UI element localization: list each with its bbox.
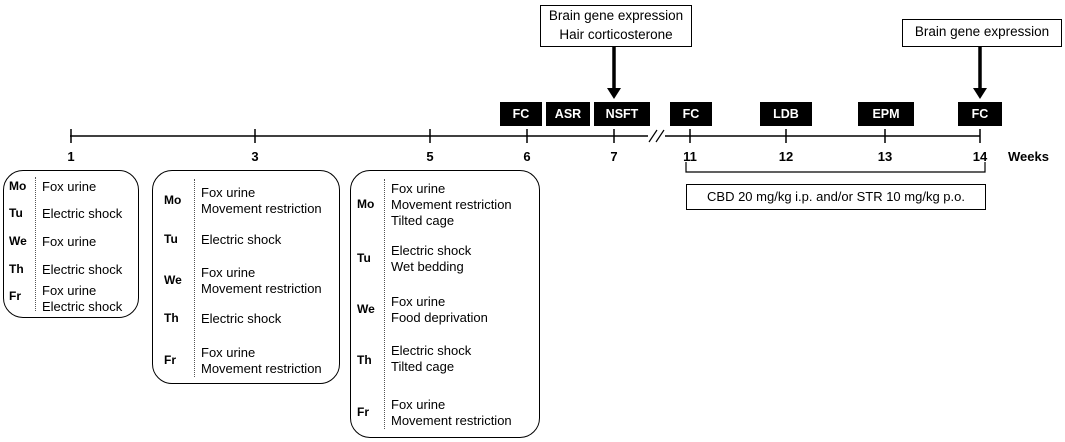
day-label: Tu — [9, 206, 23, 220]
test-box-epm: EPM — [858, 102, 914, 126]
stressor: Electric shock — [391, 343, 472, 358]
schedule-box-weeks-3-4: Mo Fox urine Movement restriction Tu Ele… — [152, 170, 340, 384]
day-label: Fr — [9, 289, 21, 303]
stressor: Electric shock — [201, 311, 282, 326]
annotation-box-week7: Brain gene expression Hair corticosteron… — [540, 5, 692, 47]
test-box-nsft: NSFT — [594, 102, 650, 126]
annotation-line: Hair corticosterone — [559, 27, 673, 42]
annotation-line: Brain gene expression — [548, 8, 684, 23]
test-box-fc-week14: FC — [958, 102, 1002, 126]
weeks-axis-label: Weeks — [1008, 149, 1049, 164]
test-box-ldb: LDB — [760, 102, 812, 126]
tick-label-7: 7 — [610, 149, 618, 164]
stressor: Electric shock — [42, 262, 123, 277]
day-label: Mo — [9, 179, 27, 193]
tick-label-14: 14 — [972, 149, 988, 164]
stressor: Fox urine — [201, 265, 256, 280]
separator — [194, 179, 195, 377]
day-label: Tu — [357, 251, 371, 265]
stressor: Fox urine — [391, 294, 446, 309]
day-label: We — [357, 302, 375, 316]
stressor: Movement restriction — [391, 413, 512, 428]
arrow-head-right — [973, 88, 987, 99]
tick-label-5: 5 — [426, 149, 434, 164]
stressor: Movement restriction — [201, 361, 322, 376]
day-label: Th — [357, 353, 372, 367]
axis-break-mark-1 — [648, 129, 658, 143]
separator — [35, 177, 36, 311]
stressor: Fox urine — [391, 181, 446, 196]
test-box-fc-week11: FC — [670, 102, 712, 126]
schedule-box-weeks-1-2: Mo Fox urine Tu Electric shock We Fox ur… — [3, 170, 139, 318]
arrow-head-left — [607, 88, 621, 99]
day-label: Th — [164, 311, 179, 325]
tick-label-13: 13 — [877, 149, 893, 164]
stressor: Wet bedding — [391, 259, 464, 274]
day-label: Tu — [164, 232, 178, 246]
stressor: Tilted cage — [391, 213, 455, 228]
test-box-fc-week6: FC — [500, 102, 542, 126]
treatment-bracket — [685, 162, 986, 173]
day-label: We — [9, 234, 27, 248]
day-label: Fr — [357, 405, 369, 419]
stressor: Fox urine — [42, 234, 97, 249]
schedule-box-weeks-5-plus: Mo Fox urine Movement restriction Tilted… — [350, 170, 540, 438]
tick-label-3: 3 — [251, 149, 259, 164]
day-label: Mo — [164, 193, 182, 207]
stressor: Fox urine — [42, 179, 97, 194]
day-label: Th — [9, 262, 24, 276]
stressor: Fox urine — [201, 185, 256, 200]
stressor: Movement restriction — [391, 197, 512, 212]
stressor: Fox urine — [201, 345, 256, 360]
stressor: Fox urine — [42, 283, 97, 298]
stressor: Fox urine — [391, 397, 446, 412]
tick-label-11: 11 — [683, 149, 697, 164]
stressor: Food deprivation — [391, 310, 488, 325]
stressor: Electric shock — [391, 243, 472, 258]
separator — [384, 179, 385, 429]
tick-label-12: 12 — [778, 149, 794, 164]
stressor: Electric shock — [42, 299, 123, 314]
day-label: Fr — [164, 353, 176, 367]
stressor: Movement restriction — [201, 201, 322, 216]
stressor: Electric shock — [42, 206, 123, 221]
stressor: Electric shock — [201, 232, 282, 247]
day-label: We — [164, 273, 182, 287]
annotation-box-week14: Brain gene expression — [902, 19, 1062, 47]
treatment-box: CBD 20 mg/kg i.p. and/or STR 10 mg/kg p.… — [686, 184, 986, 210]
stressor: Tilted cage — [391, 359, 455, 374]
stressor: Movement restriction — [201, 281, 322, 296]
tick-label-1: 1 — [67, 149, 75, 164]
annotation-line: Brain gene expression — [914, 24, 1050, 39]
tick-label-6: 6 — [523, 149, 531, 164]
axis-break-mark-2 — [655, 129, 665, 143]
test-box-asr: ASR — [546, 102, 590, 126]
day-label: Mo — [357, 197, 375, 211]
